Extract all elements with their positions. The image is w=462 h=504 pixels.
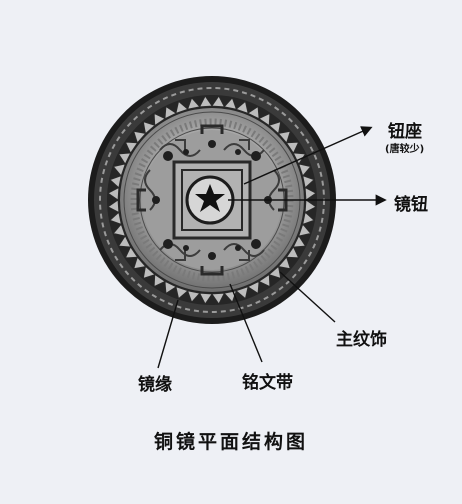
tlv-marks [136,124,288,276]
arrow-knob-base [243,126,373,185]
label-knob: 镜钮 [394,195,428,215]
line-inscription-band [229,283,263,363]
leader-lines [157,126,387,369]
line-rim [157,299,179,369]
label-knob-base-note: (唐较少) [385,144,425,155]
bosses [152,140,272,260]
label-main-decoration: 主纹饰 [336,330,387,350]
label-inscription-band: 铭文带 [242,373,293,393]
label-knob-base: 钮座 [388,122,422,142]
sawtooth-ring [107,95,317,305]
label-rim: 镜缘 [138,375,172,395]
diagram-title: 铜镜平面结构图 [153,431,308,453]
mirror-knob [195,184,225,212]
line-main-decoration [279,271,336,323]
sawtooth-teeth [107,95,317,305]
